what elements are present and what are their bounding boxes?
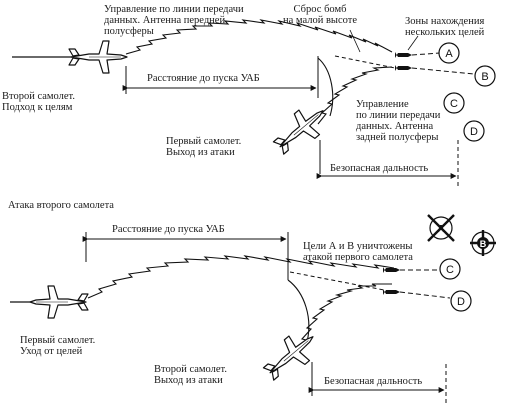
label-guidance-rear: Управление по линии передачи данных. Ант… xyxy=(356,99,441,143)
label-first-plane-leave: Первый самолет. Уход от целей xyxy=(20,335,96,357)
target-a-label: A xyxy=(445,48,453,60)
dash-to-a xyxy=(411,52,441,56)
label-safe-distance-top: Безопасная дальность xyxy=(330,163,429,174)
bomb-icon-bottom-d xyxy=(383,289,400,295)
target-c-bottom: C xyxy=(439,258,461,280)
bomb-icon-bottom-c xyxy=(383,267,400,273)
dash-to-b xyxy=(411,67,475,75)
guidance-path-rear-bottom xyxy=(299,283,392,351)
label-bomb-drop: Сброс бомб на малой высоте xyxy=(283,4,357,26)
label-guidance-front: Управление по линии передачи данных. Ант… xyxy=(104,4,244,37)
first-plane-icon-top xyxy=(272,109,324,155)
bomb-icon-top-b xyxy=(395,65,412,71)
exit-curve-bottom xyxy=(287,279,310,347)
label-second-plane-approach: Второй самолет. Подход к целям xyxy=(2,91,75,113)
target-c-top: C xyxy=(443,92,465,114)
target-a-top: A xyxy=(438,42,460,64)
second-plane-icon-bottom xyxy=(262,335,314,381)
target-d-bottom-label: D xyxy=(457,296,465,308)
label-target-zone: Зоны нахождения нескольких целей xyxy=(405,16,485,38)
label-second-plane-exit: Второй самолет. Выход из атаки xyxy=(154,364,227,386)
label-first-plane-exit: Первый самолет. Выход из атаки xyxy=(166,136,242,158)
target-c-bottom-label: C xyxy=(446,264,454,276)
label-destroyed-note: Цели А и В уничтожены атакой первого сам… xyxy=(303,241,413,263)
guidance-path-top xyxy=(125,19,393,55)
guidance-path-rear-top xyxy=(317,66,393,125)
guidance-path-bottom xyxy=(87,255,395,299)
second-plane-icon-top xyxy=(68,40,128,74)
dash-pointer xyxy=(334,55,396,69)
label-range-to-launch-bottom: Расстояние до пуска УАБ xyxy=(112,224,225,235)
target-d-bottom: D xyxy=(450,290,472,312)
target-c-label: C xyxy=(450,98,458,110)
target-b-top: B xyxy=(474,65,496,87)
dash-pointer-bottom xyxy=(289,271,385,291)
dash-to-d xyxy=(399,291,451,299)
target-a-destroyed: A xyxy=(427,214,455,242)
exit-curve-top xyxy=(317,57,334,117)
target-b-destroyed: B xyxy=(470,230,496,256)
target-b-label: B xyxy=(481,71,488,83)
target-b-destroyed-label: B xyxy=(480,239,487,249)
first-plane-icon-bottom xyxy=(29,285,89,319)
bomb-drop-pointer xyxy=(349,29,361,53)
target-d-label: D xyxy=(470,126,478,138)
section-title-second-attack: Атака второго самолета xyxy=(8,200,114,211)
target-d-top: D xyxy=(463,120,485,142)
target-zone-pointer xyxy=(407,35,419,51)
target-a-destroyed-label: A xyxy=(437,224,444,235)
bomb-icon-top-a xyxy=(395,52,412,58)
label-safe-distance-bottom: Безопасная дальность xyxy=(324,376,423,387)
label-range-to-launch-top: Расстояние до пуска УАБ xyxy=(147,73,260,84)
